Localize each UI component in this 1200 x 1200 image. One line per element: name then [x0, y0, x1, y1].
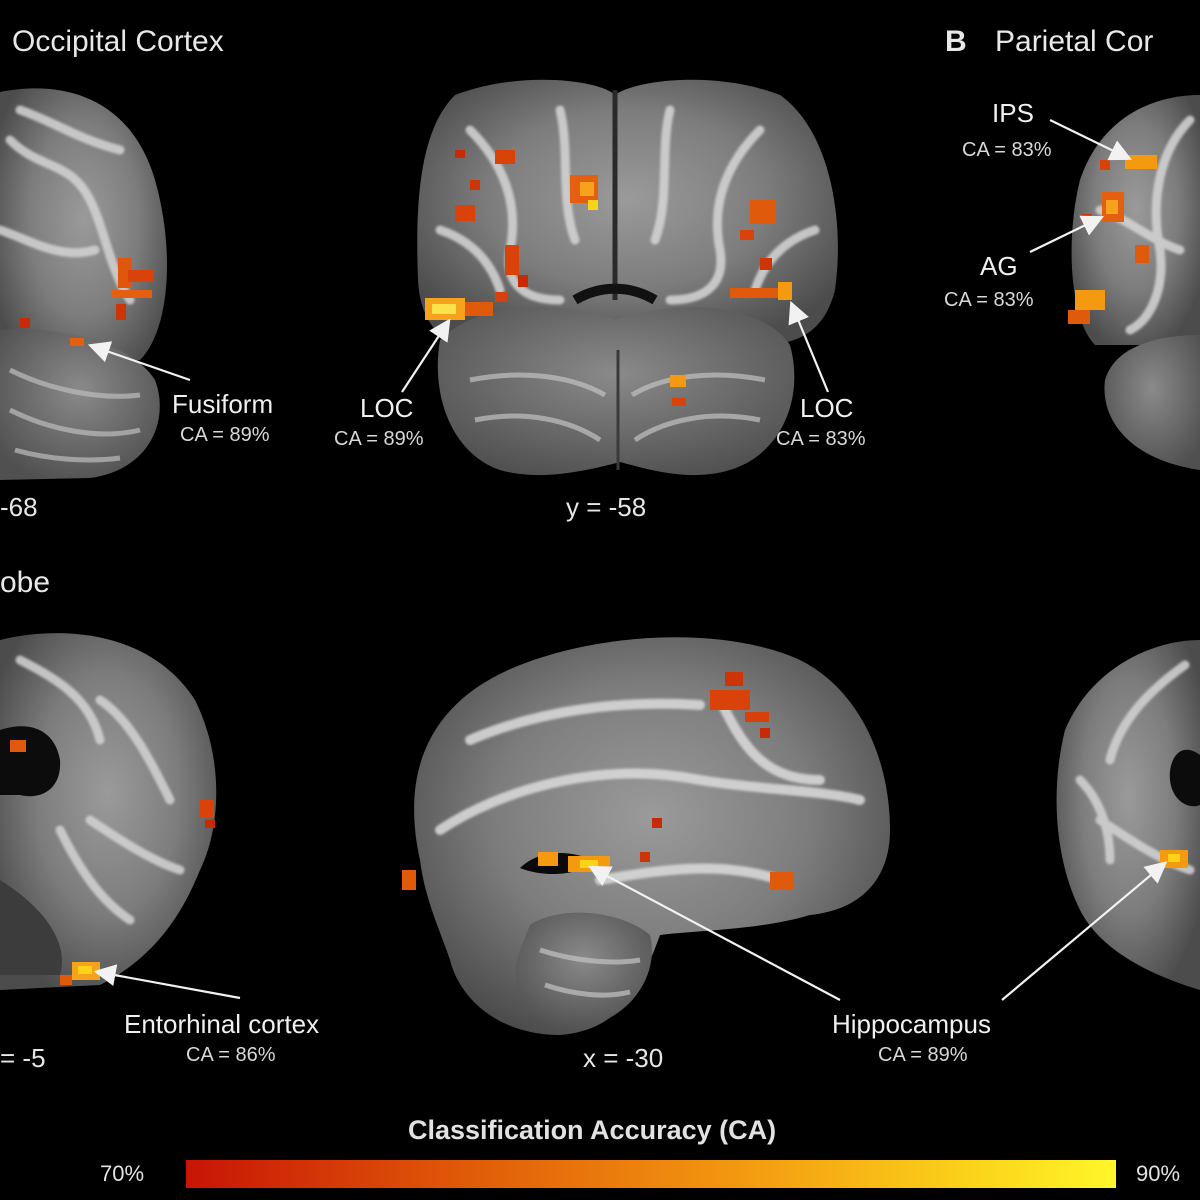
fusiform-ca: CA = 89% — [180, 424, 270, 446]
hippocampus-arrow-left — [588, 865, 841, 1001]
loc-right-ca: CA = 83% — [776, 428, 866, 450]
loc-left-label: LOC — [360, 393, 414, 423]
ips-ca: CA = 83% — [962, 139, 1052, 161]
activation-clusters-a-middle — [425, 150, 792, 406]
entorhinal-label: Entorhinal cortex — [124, 1009, 320, 1039]
coord-c-left: = -5 — [0, 1043, 46, 1073]
panel-b-letter: B — [945, 25, 967, 58]
coord-a-left: -68 — [0, 492, 38, 522]
loc-right-arrow — [788, 300, 830, 393]
panel-b-title: Parietal Cor — [995, 25, 1154, 58]
ag-arrow — [1029, 215, 1104, 253]
colorbar — [186, 1160, 1116, 1188]
brain-slice-b — [1068, 95, 1200, 470]
ag-ca: CA = 83% — [944, 289, 1034, 311]
coord-c-middle: x = -30 — [583, 1043, 664, 1073]
hippocampus-ca: CA = 89% — [878, 1044, 968, 1066]
brain-slice-c-right — [1056, 640, 1200, 990]
activation-clusters-c-left — [10, 740, 215, 985]
loc-left-ca: CA = 89% — [334, 428, 424, 450]
activation-clusters-c-middle — [402, 672, 794, 890]
colorbar-title: Classification Accuracy (CA) — [408, 1115, 777, 1145]
fusiform-label: Fusiform — [172, 389, 274, 419]
colorbar-max-label: 90% — [1136, 1161, 1181, 1186]
brain-slice-c-left — [0, 633, 217, 990]
ips-arrow — [1049, 119, 1132, 161]
colorbar-min-label: 70% — [100, 1161, 145, 1186]
brain-slice-a-middle — [417, 79, 838, 476]
coord-a-middle: y = -58 — [566, 492, 647, 522]
hippocampus-arrow-right — [1001, 861, 1168, 1001]
entorhinal-arrow — [93, 964, 241, 1000]
activation-clusters-c-right — [1160, 850, 1188, 868]
loc-right-label: LOC — [800, 393, 854, 423]
annotation-arrows — [87, 119, 1168, 1001]
hippocampus-label: Hippocampus — [832, 1009, 991, 1039]
brain-slice-c-middle — [402, 637, 890, 1035]
panel-c-title: obe — [0, 566, 51, 599]
brain-slice-a-left — [0, 88, 167, 480]
activation-clusters-a-left — [20, 258, 154, 346]
fusiform-arrow — [87, 341, 191, 382]
ips-label: IPS — [992, 98, 1034, 128]
loc-left-arrow — [401, 318, 451, 393]
panel-a-title: Occipital Cortex — [12, 25, 224, 58]
ag-label: AG — [980, 251, 1018, 281]
entorhinal-ca: CA = 86% — [186, 1044, 276, 1066]
